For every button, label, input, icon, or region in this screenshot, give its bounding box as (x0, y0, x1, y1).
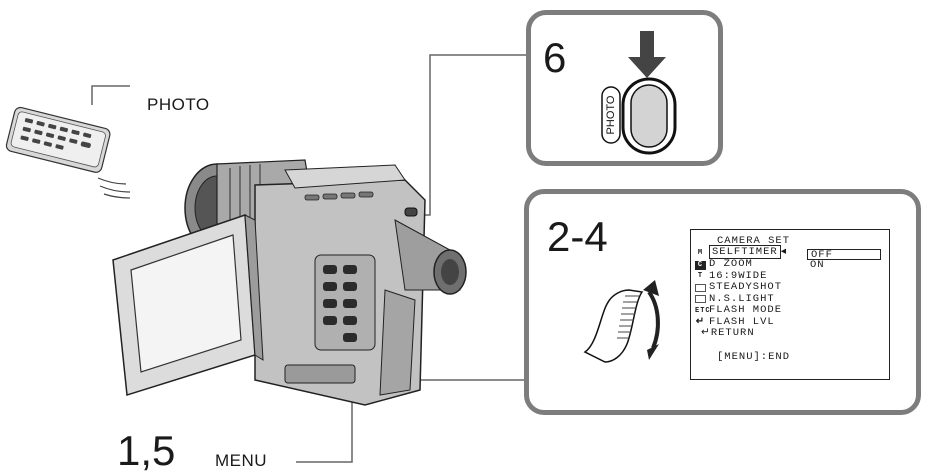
option-on[interactable]: ON (810, 259, 825, 271)
menu-item-flash-lvl[interactable]: FLASH LVL (709, 316, 775, 328)
tape-icon: T (697, 272, 704, 280)
camera-set-icon: C (695, 261, 706, 270)
return-arrow-icon: ↵ (695, 317, 706, 328)
return-icon: ↵ (701, 327, 711, 339)
menu-item-ns-light[interactable]: N.S.LIGHT (709, 293, 775, 305)
camera-set-menu-screen: CAMERA SET M SELFTIMER◂ OFF C D ZOOM ON … (690, 229, 890, 380)
menu-item-label: RETURN (710, 327, 755, 339)
lcd-icon (695, 295, 706, 303)
step-2-4-number: 2-4 (547, 213, 608, 260)
step-6-panel: 6 PHOTO (526, 10, 723, 166)
menu-title: CAMERA SET (717, 235, 791, 247)
setup-icon (695, 284, 706, 292)
menu-item-16-9wide[interactable]: 16:9WIDE (709, 270, 768, 282)
control-dial-turn-icon (583, 280, 660, 363)
photo-leader-line (91, 85, 130, 105)
menu-footer: [MENU]:END (717, 351, 791, 363)
photo-callout-label: PHOTO (147, 95, 210, 114)
menu-item-return[interactable]: ↵RETURN (701, 327, 755, 340)
photo-button-press-icon: PHOTO (601, 31, 677, 155)
cursor-triangle-icon: ◂ (780, 246, 787, 258)
menu-item-label: SELFTIMER (709, 245, 781, 259)
camcorder-illustration (112, 159, 467, 406)
menu-leader-line (296, 385, 353, 463)
menu-callout-label: MENU (215, 451, 268, 470)
menu-item-d-zoom[interactable]: D ZOOM (709, 258, 753, 270)
menu-item-flash-mode[interactable]: FLASH MODE (709, 304, 783, 316)
step-6-number: 6 (543, 34, 567, 81)
photo-button-label: PHOTO (605, 95, 617, 134)
remote-commander-icon (5, 106, 131, 199)
camera-menu-icon: M (697, 249, 704, 257)
menu-item-steadyshot[interactable]: STEADYSHOT (709, 281, 783, 293)
menu-item-selftimer[interactable]: SELFTIMER◂ (709, 245, 787, 259)
etc-icon: ETC (695, 307, 711, 315)
step-1-5-number: 1,5 (117, 427, 176, 474)
option-off[interactable]: OFF (807, 249, 881, 260)
